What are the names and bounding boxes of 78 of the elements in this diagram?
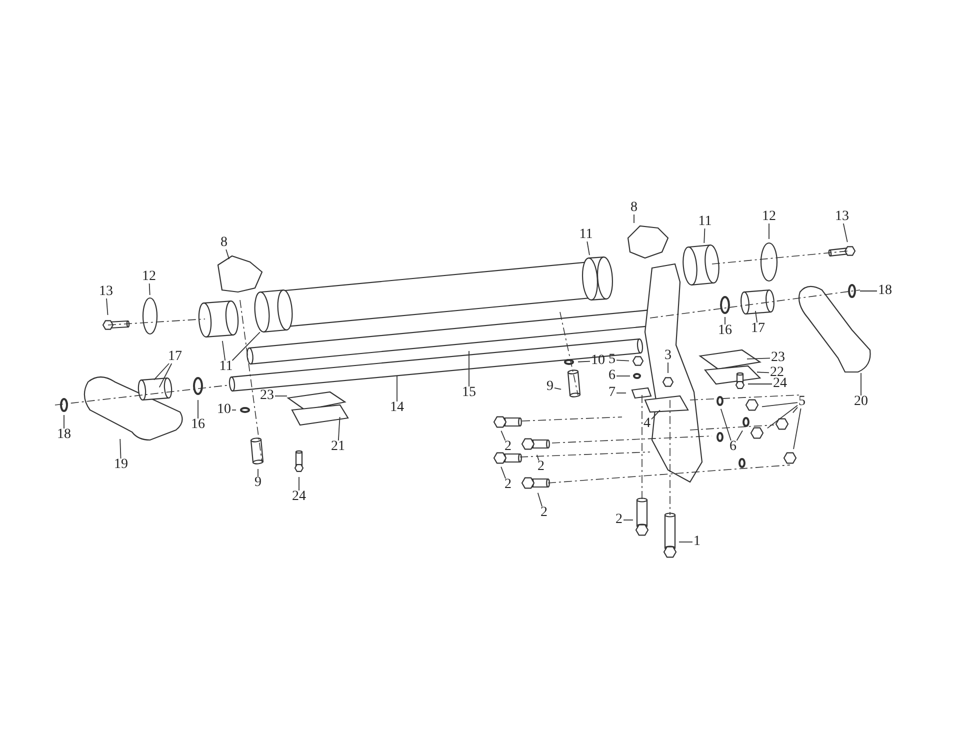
callout-number: 19 [113,458,129,472]
leader-line [860,290,878,292]
callout-number: 12 [761,210,777,224]
callout-number: 14 [389,401,405,415]
callout-number: 9 [546,380,554,394]
leader-line [586,241,590,256]
callout-number: 2 [614,513,624,527]
leader-line [578,360,590,362]
callout-number: 17 [750,322,766,336]
callout-number: 11 [578,228,594,242]
leader-line [120,438,122,459]
callout-number: 21 [330,440,346,454]
leader-line [537,492,542,507]
leader-line [756,372,770,374]
callout-number: 20 [853,395,869,409]
callout-number: 16 [717,324,733,338]
callout-number: 15 [461,386,477,400]
callout-number: 6 [728,440,738,454]
leader-line [704,228,706,244]
leader-line [536,454,540,461]
leader-line [736,430,743,441]
leader-line [222,340,226,361]
leader-line [616,360,630,362]
callout-number: 2 [536,460,546,474]
leader-line [842,223,848,243]
callout-number: 2 [504,440,512,454]
leader-line [860,372,862,396]
callout-number: 9 [254,476,262,490]
leader-line [762,402,798,408]
leader-line [154,363,170,380]
leader-line [226,249,230,260]
callout-number: 16 [190,418,206,432]
leader-line [232,332,260,361]
callout-number: 17 [167,350,183,364]
callout-number: 7 [608,386,616,400]
leader-line [754,310,758,323]
callout-number: 2 [504,478,512,492]
callout-number: 24 [772,377,788,391]
leader-line [766,404,798,429]
callout-number: 2 [540,506,548,520]
callout-number: 11 [218,360,234,374]
callout-number: 18 [56,428,72,442]
callout-number: 12 [141,270,157,284]
leader-line [338,416,340,441]
leader-line [500,466,506,479]
callout-number: 10 [590,354,606,368]
callout-number: 5 [608,353,616,367]
callout-number: 13 [98,285,114,299]
callout-number: 23 [259,389,275,403]
leader-line [106,298,108,316]
leader-line [616,392,626,394]
leader-line [793,408,802,450]
callout-number: 6 [608,369,616,383]
leader-line [792,406,798,414]
callout-number: 5 [798,395,806,409]
leader-line [158,363,172,388]
leader-line [651,410,660,420]
callout-number: 10 [216,403,232,417]
callout-number: 1 [692,535,702,549]
leader-line [724,316,726,325]
leader-line [468,350,470,387]
callout-number: 24 [291,490,307,504]
callout-number: 3 [664,349,672,363]
leader-line [746,358,770,360]
leader-line [500,430,506,441]
leader-line [298,476,300,491]
callout-number: 18 [877,284,893,298]
callout-number: 8 [630,201,638,215]
callout-number: 4 [642,417,652,431]
callout-number: 13 [834,210,850,224]
callout-number: 11 [697,215,713,229]
leader-line [768,223,770,240]
leader-line [554,388,562,390]
callout-number: 23 [770,351,786,365]
leader-line [720,408,732,441]
leader-line [396,376,398,402]
callout-number: 8 [220,236,228,250]
leader-line [148,283,150,296]
